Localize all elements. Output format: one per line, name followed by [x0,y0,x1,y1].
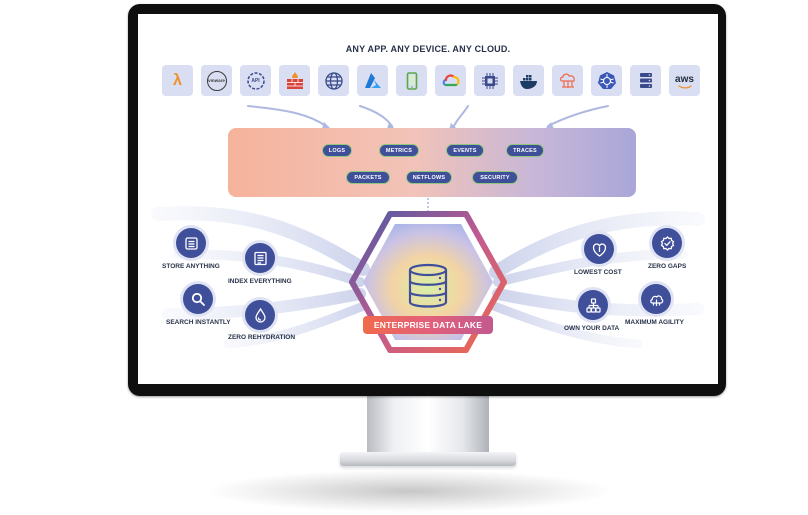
headline: ANY APP. ANY DEVICE. ANY CLOUD. [345,44,511,54]
label-own-your-data: OWN YOUR DATA [564,325,620,332]
data-lake-hexagon [349,211,507,353]
pill-packets: PACKETS [346,171,390,184]
monitor-stand-neck [367,392,489,458]
index-icon [245,243,275,273]
azure-icon [357,65,388,96]
label-zero-rehydration: ZERO REHYDRATION [228,334,296,341]
chip-icon [474,65,505,96]
vmware-icon: vmware [201,65,232,96]
label-index-everything: INDEX EVERYTHING [228,278,292,285]
rehydration-icon [245,300,275,330]
docker-icon [513,65,544,96]
enterprise-data-lake-label: ENTERPRISE DATA LAKE [363,316,493,334]
store-icon [176,228,206,258]
pill-logs: LOGS [322,144,352,157]
flow-arrow [453,105,469,127]
flow-arrow [247,105,327,127]
label-maximum-agility: MAXIMUM AGILITY [625,319,684,326]
label-search-instantly: SEARCH INSTANTLY [166,319,231,326]
cloud-network-icon [552,65,583,96]
globe-icon [318,65,349,96]
pill-events: EVENTS [446,144,484,157]
label-lowest-cost: LOWEST COST [574,269,622,276]
flow-arrow [359,105,393,127]
kubernetes-icon [591,65,622,96]
aws-text: aws [675,73,694,85]
lambda-icon: λ [162,65,193,96]
mobile-icon [396,65,427,96]
pill-security: SECURITY [472,171,518,184]
zero-gaps-icon [652,228,682,258]
label-store-anything: STORE ANYTHING [162,263,220,270]
google-cloud-icon [435,65,466,96]
flow-arrow [547,105,609,127]
vmware-text: vmware [208,78,225,83]
search-icon [183,284,213,314]
monitor-stand-base [340,452,516,466]
source-icon-row: λ vmware API [162,65,700,97]
api-text: API [251,77,260,84]
lambda-glyph: λ [173,71,182,89]
pill-traces: TRACES [506,144,544,157]
firewall-icon [279,65,310,96]
aws-icon: aws [669,65,700,96]
pill-metrics: METRICS [379,144,419,157]
pill-netflows: NETFLOWS [406,171,452,184]
maximum-agility-icon [641,284,671,314]
lowest-cost-icon [584,234,614,264]
stand-shadow [210,470,610,512]
api-icon: API [240,65,271,96]
server-stack-icon [630,65,661,96]
data-types-band [228,128,636,197]
monitor-screen: ANY APP. ANY DEVICE. ANY CLOUD. λ vmware… [138,14,718,384]
database-icon [408,263,448,308]
own-your-data-icon [578,290,608,320]
label-zero-gaps: ZERO GAPS [648,263,687,270]
